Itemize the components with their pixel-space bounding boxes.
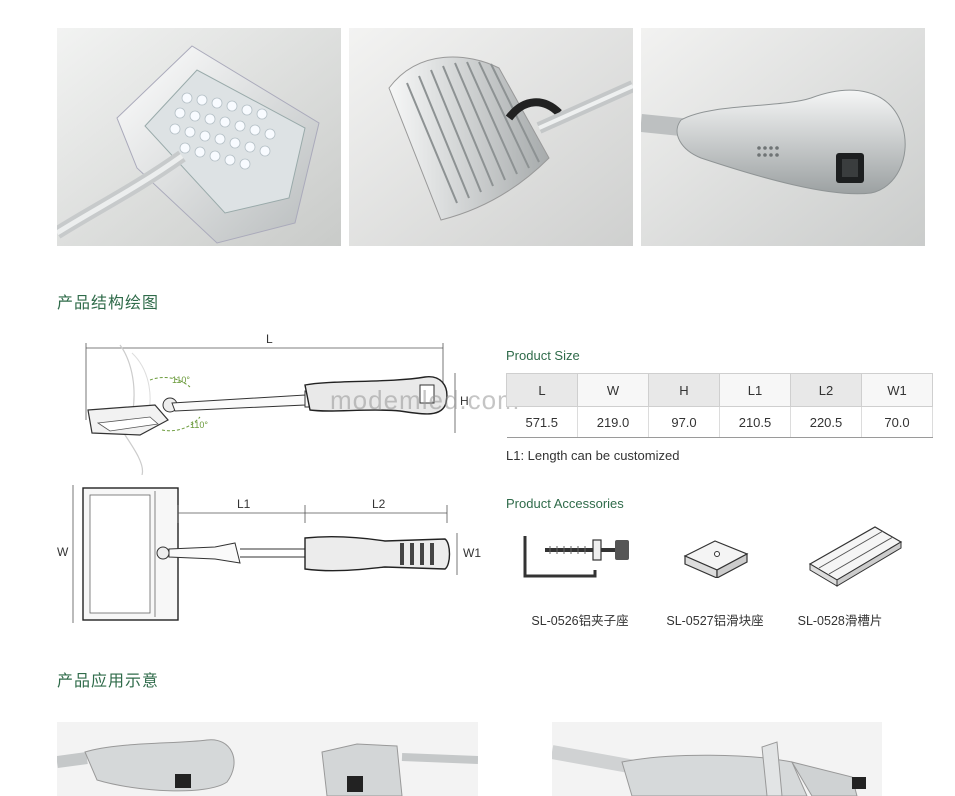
- product-photo-front: [57, 28, 341, 246]
- product-photo-back: [349, 28, 633, 246]
- size-value-W: 219.0: [577, 406, 649, 438]
- size-header-L2: L2: [790, 373, 862, 407]
- product-size-table: L W H L1 L2 W1 571.5 219.0 97.0 210.5 22…: [506, 373, 933, 438]
- structure-drawing-side: L 110° 110° H: [80, 325, 490, 476]
- size-value-L: 571.5: [506, 406, 578, 438]
- product-size-title: Product Size: [506, 348, 580, 363]
- accessory-label-rail-plate: SL-0528滑槽片: [797, 614, 883, 628]
- dimension-label-L2: L2: [372, 497, 386, 511]
- application-photo-right: [552, 722, 882, 796]
- application-photo-left: [57, 722, 478, 796]
- size-value-L1: 210.5: [719, 406, 791, 438]
- size-header-L1: L1: [719, 373, 791, 407]
- dimension-label-H: H: [460, 394, 469, 408]
- product-size-value-row: 571.5 219.0 97.0 210.5 220.5 70.0: [506, 406, 933, 438]
- size-value-W1: 70.0: [861, 406, 933, 438]
- clamp-icon: [515, 528, 635, 584]
- accessory-label-slider-block: SL-0527铝滑块座: [666, 614, 764, 628]
- size-value-H: 97.0: [648, 406, 720, 438]
- watermark: modemled.com: [330, 385, 520, 415]
- product-size-note: L1: Length can be customized: [506, 448, 680, 463]
- section-title-drawing: 产品结构绘图: [57, 295, 160, 312]
- accessory-label-clamp: SL-0526铝夹子座: [531, 614, 629, 628]
- structure-drawing-top: W L1 L2 W1: [55, 483, 495, 628]
- svg-text:110°: 110°: [172, 375, 190, 385]
- product-photo-handle: [641, 28, 925, 246]
- dimension-label-W1: W1: [463, 546, 481, 560]
- svg-text:110°: 110°: [190, 420, 208, 430]
- size-header-W1: W1: [861, 373, 933, 407]
- dimension-label-W: W: [57, 545, 69, 559]
- rail-plate-icon: [805, 522, 905, 588]
- dimension-label-L: L: [266, 332, 273, 346]
- slider-block-icon: [675, 536, 755, 579]
- section-title-application: 产品应用示意: [57, 673, 160, 690]
- size-value-L2: 220.5: [790, 406, 862, 438]
- accessories-title: Product Accessories: [506, 496, 624, 511]
- size-header-W: W: [577, 373, 649, 407]
- size-header-L: L: [506, 373, 578, 407]
- dimension-label-L1: L1: [237, 497, 251, 511]
- product-size-header-row: L W H L1 L2 W1: [506, 373, 933, 407]
- size-header-H: H: [648, 373, 720, 407]
